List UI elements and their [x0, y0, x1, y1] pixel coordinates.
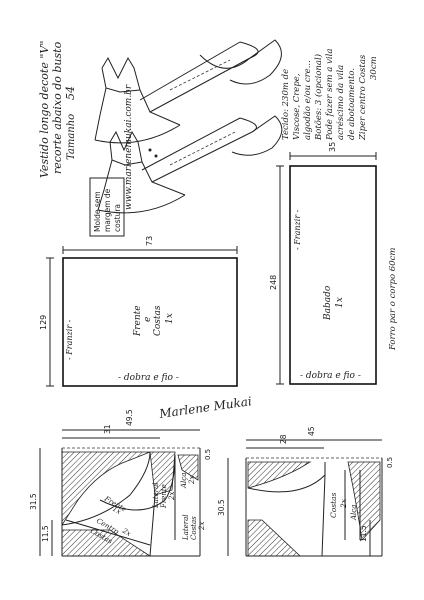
- front-label-2x-c: 2x: [198, 522, 206, 531]
- back-dim-1: 28: [279, 434, 288, 444]
- info-line-6: acréscimo da vila: [335, 65, 346, 140]
- info-line-9: 30cm: [369, 56, 379, 80]
- piece-front-bodice: 31 49.5 31.5 11.5 0.5 Lateral Frente 2x …: [29, 409, 212, 557]
- signature: Marlene Mukai: [157, 394, 252, 421]
- lining-note: Forro par o corpo 60cm: [388, 248, 398, 351]
- front-label-2x-a: 2x: [168, 492, 176, 501]
- front-label-1x: 1x: [111, 505, 122, 516]
- info-line-5: Pode fazer sem a vila: [325, 49, 335, 141]
- title-block: Vestido longo decote "V" recorte abaixo …: [38, 41, 77, 178]
- dress-sketch-front: [94, 39, 282, 144]
- back-dim-3: 30.5: [217, 499, 226, 516]
- info-line-2: Viscose, Crepe,: [292, 73, 302, 140]
- info-line-4: Botões: 3 (opcional): [313, 54, 324, 141]
- frente-costas-name-3: Costas: [153, 305, 163, 336]
- info-line-8: Ziper centro Costas: [358, 54, 368, 141]
- piece-back-bodice: 28 45 30.5 11.5 0.5 Costas 2x Alça: [217, 426, 394, 557]
- frente-costas-width: 73: [145, 236, 154, 246]
- back-label-2x: 2x: [339, 498, 348, 509]
- front-label-alca-2x: 2x: [188, 476, 196, 485]
- back-dim-2: 45: [307, 426, 316, 436]
- babado-name-2: 1x: [335, 297, 345, 308]
- frente-costas-height: 129: [39, 315, 48, 330]
- babado-fold: - dobra e fio -: [300, 371, 361, 381]
- piece-frente-costas: 73 129 - Franzir - Frente e Costas 1x - …: [39, 236, 238, 387]
- back-dim-5: 0.5: [386, 457, 394, 468]
- seam-note-3: costura: [113, 204, 122, 232]
- babado-name-1: Babado: [323, 285, 333, 321]
- frente-costas-fold: - dobra e fio -: [118, 373, 179, 383]
- front-dim-4: 11.5: [41, 525, 50, 542]
- title-line-3: Tamanho: [66, 114, 77, 160]
- dress-sketch-back: [97, 115, 283, 214]
- frente-costas-name-1: Frente: [133, 305, 143, 337]
- seam-note-2: margem de: [103, 188, 112, 232]
- front-label-lateral-c: Lateral: [182, 514, 190, 541]
- seam-note: Molde sem margem de costura: [89, 177, 125, 237]
- front-label-frente-2: Frente: [160, 484, 168, 509]
- front-label-costas-c: Costas: [190, 516, 198, 540]
- front-dim-1: 31: [103, 424, 112, 434]
- frente-costas-name-2: e: [143, 317, 153, 322]
- frente-costas-gather: - Franzir -: [65, 319, 74, 360]
- front-dim-3: 31.5: [29, 493, 38, 510]
- babado-height: 248: [269, 275, 278, 290]
- babado-name: Babado 1x: [323, 285, 345, 321]
- frente-costas-name: Frente e Costas 1x: [133, 305, 175, 337]
- front-label-alca: Alça: [180, 473, 188, 489]
- title-size: 54: [64, 86, 77, 100]
- back-label-alca: Alça: [350, 505, 358, 521]
- front-label-2x-b: 2x: [120, 526, 132, 538]
- babado-gather: - Franzir -: [293, 209, 302, 250]
- info-block: Tecido: 230m de Viscose, Crepe, algodão …: [281, 49, 379, 141]
- back-label-costas: Costas: [329, 492, 338, 518]
- babado-width: 35: [328, 142, 337, 152]
- frente-costas-name-4: 1x: [165, 313, 175, 324]
- front-dim-2: 49.5: [125, 409, 134, 426]
- website-url: www.marlenemukai.com.br: [124, 84, 134, 210]
- front-label-lateral: Lateral: [152, 482, 160, 509]
- front-dim-5: 0.5: [204, 449, 212, 460]
- seam-note-1: Molde sem: [93, 191, 102, 232]
- piece-babado: 35 248 - Franzir - Babado 1x - dobra e f…: [269, 142, 398, 385]
- info-line-1: Tecido: 230m de: [281, 69, 291, 140]
- info-line-7: de abotoamento.: [347, 68, 357, 140]
- title-line-2: recorte abaixo do busto: [51, 41, 64, 174]
- title-line-1: Vestido longo decote "V": [38, 41, 51, 178]
- info-line-3: algodão e/ou cre...: [302, 60, 313, 140]
